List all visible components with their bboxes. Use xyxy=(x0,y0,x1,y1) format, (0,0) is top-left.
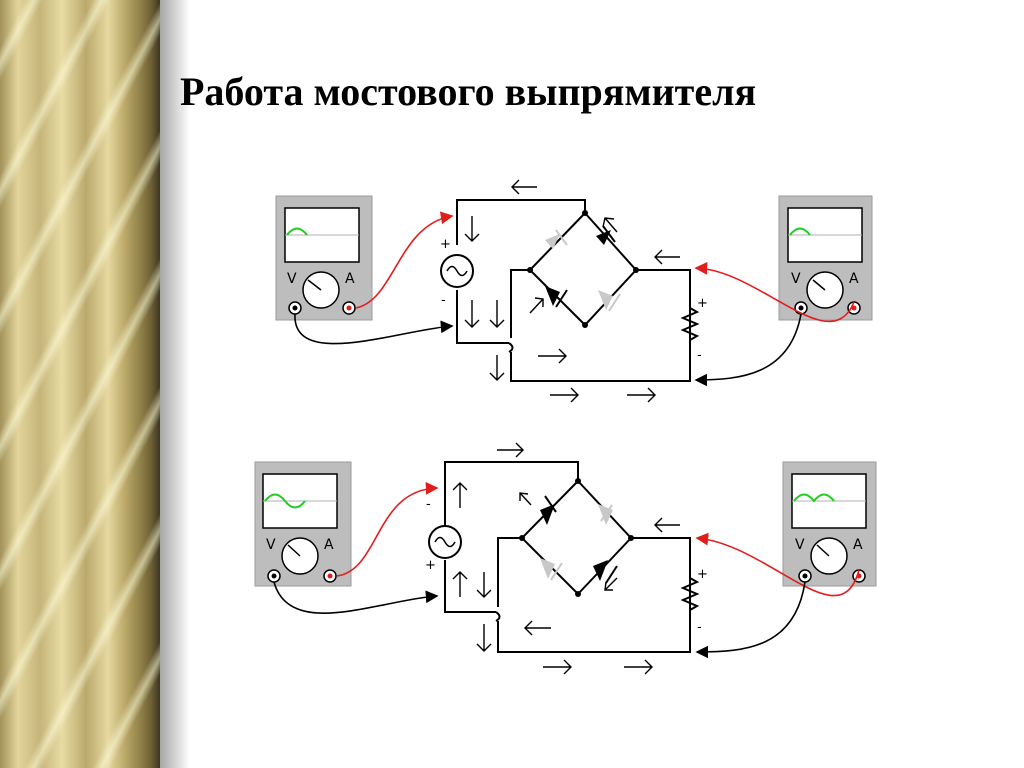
black-probe-lead-output xyxy=(695,581,806,659)
amp-label: A xyxy=(849,271,859,287)
input-oscilloscope-meter: V A xyxy=(275,195,373,321)
diode-top-left-conducting xyxy=(540,495,557,525)
meter-needle xyxy=(307,279,322,291)
load-minus-sign: - xyxy=(697,348,702,363)
load-plus-sign: + xyxy=(697,296,708,311)
input-trace xyxy=(264,493,306,509)
amp-label: A xyxy=(345,271,355,287)
black-probe-lead-input xyxy=(273,581,439,614)
amp-label: A xyxy=(324,537,334,553)
load-resistor xyxy=(680,570,700,616)
red-probe-lead-input xyxy=(336,481,439,577)
output-oscilloscope-meter: V A xyxy=(782,461,877,587)
diode-bottom-left-blocked xyxy=(540,558,563,581)
black-probe-lead-output xyxy=(694,313,802,387)
source-plus-sign: + xyxy=(440,237,451,252)
circuit-top: V A V A xyxy=(275,179,873,403)
output-trace xyxy=(793,493,835,503)
source-plus-sign: + xyxy=(425,558,436,573)
source-minus-sign: - xyxy=(441,293,446,308)
red-probe-lead-output xyxy=(695,532,860,597)
junction-dots xyxy=(527,210,639,328)
meter-needle xyxy=(287,544,301,557)
diode-bottom-left-conducting xyxy=(545,286,568,308)
red-probe-lead-output xyxy=(694,261,855,323)
circuit-wiring xyxy=(456,199,691,382)
current-flow-arrows xyxy=(464,179,680,403)
load-plus-sign: + xyxy=(697,567,708,582)
decorative-stripe xyxy=(0,0,160,768)
amp-label: A xyxy=(853,537,863,553)
output-oscilloscope-meter: V A xyxy=(778,195,873,321)
source-minus-sign: - xyxy=(426,497,431,512)
load-minus-sign: - xyxy=(697,620,702,635)
black-probe-lead-input xyxy=(294,313,454,345)
volt-label: V xyxy=(266,537,276,553)
diode-top-right-blocked xyxy=(598,504,613,525)
current-flow-arrows xyxy=(452,442,680,675)
meter-needle xyxy=(816,544,830,557)
stripe-shadow xyxy=(160,0,190,768)
junction-dots xyxy=(519,478,634,597)
volt-label: V xyxy=(791,271,801,287)
diode-top-left-blocked xyxy=(545,229,568,249)
meter-needle xyxy=(812,279,826,291)
volt-label: V xyxy=(287,271,297,287)
sine-symbol xyxy=(434,536,456,548)
red-probe-lead-input xyxy=(355,211,454,309)
input-trace xyxy=(286,227,308,236)
input-oscilloscope-meter: V A xyxy=(254,461,352,587)
volt-label: V xyxy=(795,537,805,553)
slide-title: Работа мостового выпрямителя xyxy=(180,69,757,114)
sine-symbol xyxy=(446,265,468,277)
load-resistor xyxy=(680,300,700,345)
output-trace xyxy=(789,227,811,236)
diode-bottom-right-blocked xyxy=(598,290,621,312)
diode-bottom-right-conducting xyxy=(593,560,618,584)
diode-top-right-conducting xyxy=(596,225,616,245)
circuit-wiring xyxy=(444,461,691,653)
circuit-bottom: V A V A xyxy=(254,442,877,675)
